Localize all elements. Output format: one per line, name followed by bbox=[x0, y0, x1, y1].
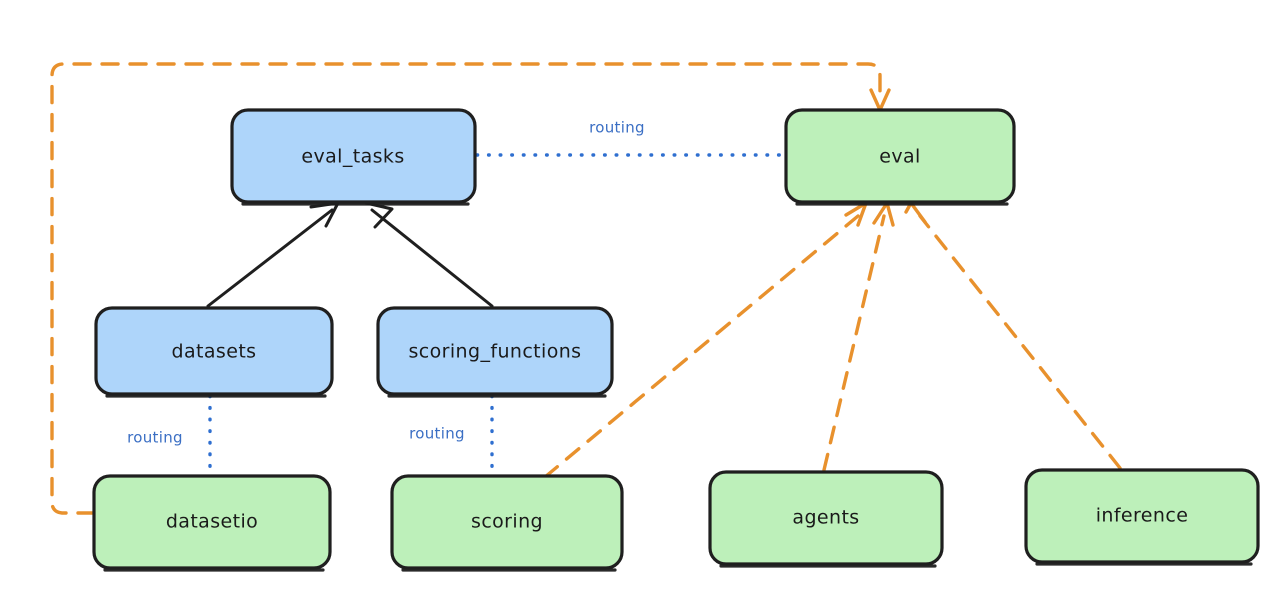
node-scoring-label: scoring bbox=[471, 511, 543, 533]
edge-label-eval-tasks-routing: routing bbox=[589, 119, 645, 137]
node-eval-tasks[interactable]: eval_tasks bbox=[230, 108, 477, 206]
node-scoring[interactable]: scoring bbox=[390, 474, 624, 572]
node-datasetio-label: datasetio bbox=[166, 511, 258, 533]
edge-scoringfn-eval-tasks bbox=[364, 201, 494, 308]
node-eval[interactable]: eval bbox=[784, 108, 1016, 206]
edge-label-scoring-functions-routing: routing bbox=[409, 425, 465, 443]
edge-datasets-eval-tasks bbox=[206, 201, 340, 308]
node-inference-label: inference bbox=[1096, 505, 1189, 527]
node-scoring-functions[interactable]: scoring_functions bbox=[376, 306, 614, 398]
node-agents-label: agents bbox=[792, 507, 859, 529]
edge-inference-eval bbox=[904, 201, 1122, 470]
node-scoring-functions-label: scoring_functions bbox=[409, 341, 582, 363]
node-agents[interactable]: agents bbox=[708, 470, 944, 568]
node-datasets[interactable]: datasets bbox=[94, 306, 334, 398]
node-inference[interactable]: inference bbox=[1024, 468, 1260, 566]
edge-agents-eval bbox=[822, 201, 895, 472]
node-eval-tasks-label: eval_tasks bbox=[301, 146, 404, 168]
edge-label-datasets-routing: routing bbox=[127, 429, 183, 447]
node-datasets-label: datasets bbox=[172, 341, 257, 363]
node-datasetio[interactable]: datasetio bbox=[92, 474, 332, 572]
node-eval-label: eval bbox=[879, 146, 920, 168]
